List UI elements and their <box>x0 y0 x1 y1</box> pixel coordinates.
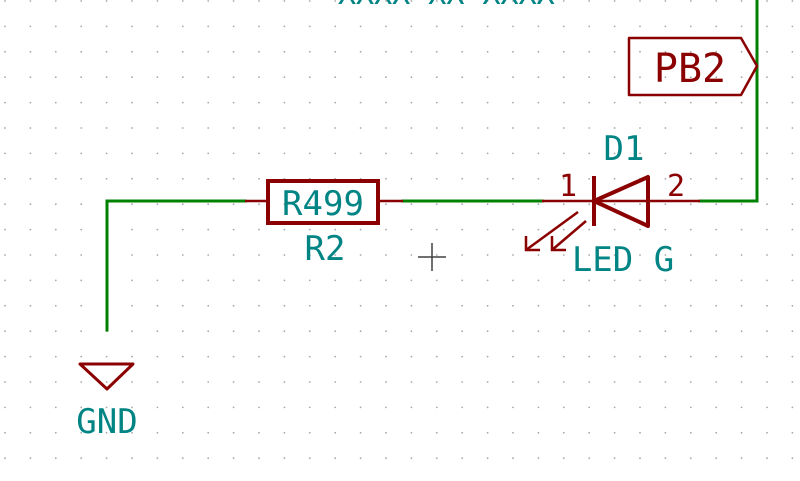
ground-symbol[interactable]: GND <box>76 362 138 442</box>
led-reference[interactable]: D1 <box>604 129 645 169</box>
ground-icon <box>78 362 135 391</box>
led-pin-1-number: 1 <box>559 169 577 204</box>
resistor-r2[interactable]: R499 R2 <box>245 179 403 269</box>
resistor-reference[interactable]: R2 <box>305 229 346 269</box>
port-label-pb2[interactable]: PB2 <box>627 36 759 97</box>
ground-label[interactable]: GND <box>76 402 137 442</box>
led-value[interactable]: LED G <box>572 240 674 280</box>
led-anode-triangle <box>592 175 650 228</box>
wire-gnd-to-resistor[interactable] <box>105 199 247 332</box>
port-outline-icon <box>627 36 759 97</box>
port-label-text: PB2 <box>654 46 726 92</box>
led-d1[interactable]: 1 2 D1 LED G <box>524 129 700 280</box>
led-emission-arrows-icon <box>524 210 587 252</box>
top-clipped-label: XXXX XX XXXX <box>338 0 555 12</box>
led-pin-2-number: 2 <box>667 169 685 204</box>
resistor-value[interactable]: R499 <box>282 184 364 224</box>
crosshair-cursor-icon <box>418 243 446 271</box>
resistor-body <box>266 179 380 225</box>
